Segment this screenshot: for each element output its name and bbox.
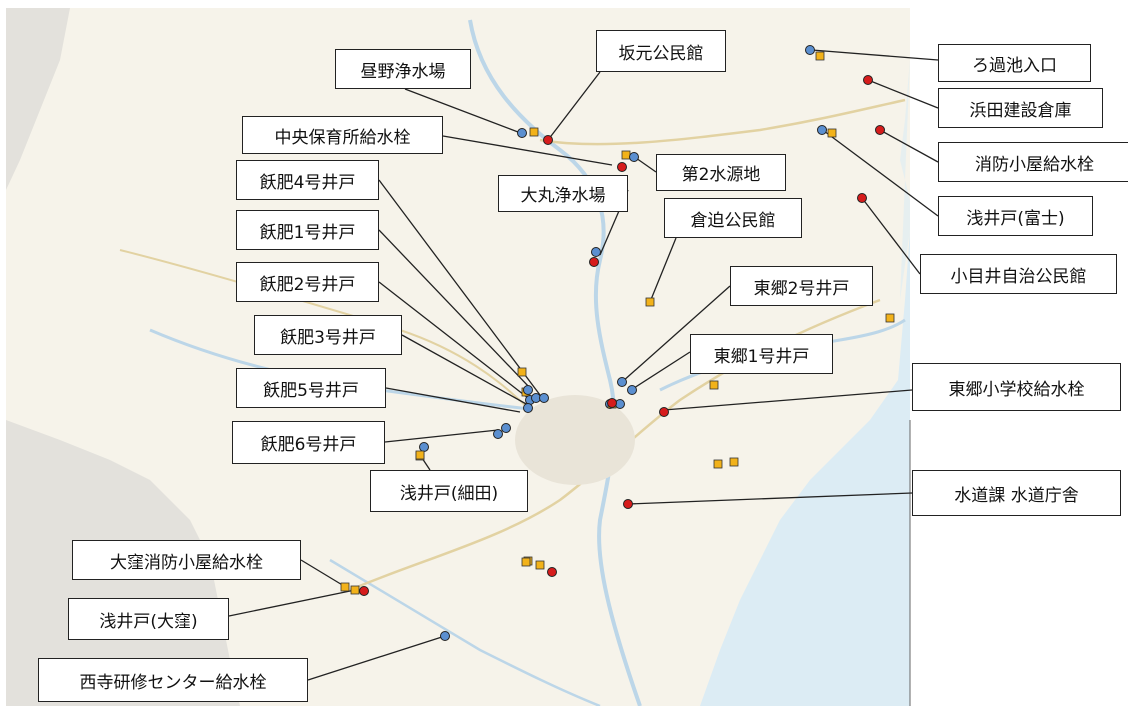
- marker-yellow-11: [621, 150, 631, 160]
- marker-yellow-19: [709, 380, 719, 390]
- marker-yellow-44: [340, 582, 350, 592]
- marker-blue-7: [517, 128, 527, 138]
- road-north: [539, 98, 906, 146]
- marker-blue-24: [523, 385, 533, 395]
- leader-line-okubo-shobo: [300, 559, 345, 587]
- leader-line-asaido-okubo: [228, 589, 356, 617]
- label-obi5-ido: 飫肥5号井戸: [236, 368, 386, 408]
- marker-yellow-5: [827, 128, 837, 138]
- leader-line-sakamoto-kominkan: [547, 71, 601, 141]
- marker-red-49: [607, 398, 617, 408]
- label-komei-jichi: 小目井自治公民館: [920, 254, 1117, 294]
- marker-blue-26: [523, 403, 533, 413]
- marker-blue-36: [419, 442, 429, 452]
- leader-line-obi5-ido: [385, 387, 521, 413]
- label-togo2-ido: 東郷2号井戸: [730, 266, 873, 306]
- leader-line-obi4-ido: [378, 179, 541, 396]
- label-obi6-ido: 飫肥6号井戸: [232, 421, 385, 464]
- marker-yellow-18: [885, 313, 895, 323]
- leader-lines: [228, 49, 939, 681]
- label-obi3-ido: 飫肥3号井戸: [254, 315, 402, 355]
- marker-yellow-21: [729, 457, 739, 467]
- marker-blue-30: [627, 385, 637, 395]
- marker-red-10: [617, 162, 627, 172]
- marker-yellow-22: [517, 367, 527, 377]
- label-obi2-ido: 飫肥2号井戸: [236, 262, 379, 302]
- sea-area: [700, 230, 910, 706]
- leader-line-chuo-hoikusho: [442, 135, 613, 166]
- map-markers: [340, 45, 895, 641]
- label-sakamoto-kominkan: 坂元公民館: [596, 30, 726, 72]
- label-asaido-fuji: 浅井戸(富士): [938, 196, 1093, 236]
- leader-line-obi3-ido: [401, 334, 529, 406]
- marker-yellow-48: [415, 450, 425, 460]
- label-nishidera-kenshu: 西寺研修センター給水栓: [38, 658, 308, 702]
- marker-red-16: [589, 257, 599, 267]
- marker-blue-12: [629, 152, 639, 162]
- leader-line-nishidera-kenshu: [307, 635, 446, 681]
- leader-line-togo1-ido: [633, 351, 691, 389]
- marker-red-38: [623, 499, 633, 509]
- leader-line-kurasako-kominkan: [649, 237, 677, 303]
- label-chuo-hoikusho: 中央保育所給水栓: [242, 116, 443, 154]
- marker-red-46: [359, 586, 369, 596]
- marker-red-9: [543, 135, 553, 145]
- leader-line-hamada-kensetsu: [867, 79, 939, 109]
- label-kurasako-kominkan: 倉迫公民館: [664, 198, 802, 238]
- leader-line-togo-shogakko: [663, 389, 913, 411]
- river-south: [329, 558, 601, 706]
- label-togo-shogakko: 東郷小学校給水栓: [912, 363, 1121, 411]
- marker-blue-0: [805, 45, 815, 55]
- marker-red-2: [863, 75, 873, 85]
- marker-blue-4: [817, 125, 827, 135]
- label-hamada-kensetsu: 浜田建設倉庫: [938, 88, 1103, 128]
- marker-blue-28: [539, 393, 549, 403]
- leader-line-obi1-ido: [378, 229, 531, 389]
- label-omaru-josuijo: 大丸浄水場: [498, 175, 628, 212]
- leader-line-dai2-suigenchi: [635, 157, 657, 173]
- marker-yellow-15: [645, 297, 655, 307]
- label-suidoka: 水道課 水道庁舎: [912, 470, 1121, 516]
- marker-blue-34: [501, 423, 511, 433]
- label-rokachi-iriguchi: ろ過池入口: [938, 44, 1091, 82]
- marker-red-42: [547, 567, 557, 577]
- marker-yellow-41: [535, 560, 545, 570]
- leader-line-obi2-ido: [378, 281, 529, 399]
- river-main: [468, 19, 642, 706]
- leader-line-suidoka: [627, 492, 913, 505]
- marker-yellow-1: [815, 51, 825, 61]
- label-obi4-ido: 飫肥4号井戸: [236, 160, 379, 200]
- coastal-water: [900, 60, 910, 300]
- marker-blue-17: [591, 247, 601, 257]
- leader-line-shobo-koya: [879, 129, 939, 163]
- label-asaido-okubo: 浅井戸(大窪): [68, 598, 229, 640]
- leader-line-togo2-ido: [621, 285, 731, 383]
- leader-line-hiruno-josuijo: [404, 88, 519, 133]
- label-dai2-suigenchi: 第2水源地: [656, 154, 786, 191]
- leader-line-asaido-fuji: [819, 127, 939, 217]
- marker-red-20: [659, 407, 669, 417]
- label-shobo-koya: 消防小屋給水栓: [938, 142, 1128, 182]
- leader-line-komei-jichi: [861, 197, 921, 275]
- mountain-northwest: [6, 8, 70, 190]
- marker-blue-47: [440, 631, 450, 641]
- label-togo1-ido: 東郷1号井戸: [690, 334, 833, 374]
- marker-blue-29: [617, 377, 627, 387]
- leader-line-rokachi-iriguchi: [811, 49, 939, 61]
- marker-yellow-45: [350, 585, 360, 595]
- label-hiruno-josuijo: 昼野浄水場: [335, 49, 471, 89]
- marker-yellow-8: [529, 127, 539, 137]
- marker-red-3: [875, 125, 885, 135]
- label-okubo-shobo: 大窪消防小屋給水栓: [72, 540, 301, 580]
- leader-line-obi6-ido: [384, 429, 499, 443]
- label-asaido-hosoda: 浅井戸(細田): [370, 470, 528, 512]
- marker-red-6: [857, 193, 867, 203]
- marker-yellow-39: [713, 459, 723, 469]
- marker-yellow-43: [521, 557, 531, 567]
- label-obi1-ido: 飫肥1号井戸: [236, 210, 379, 250]
- town-area: [515, 395, 635, 485]
- marker-blue-35: [493, 429, 503, 439]
